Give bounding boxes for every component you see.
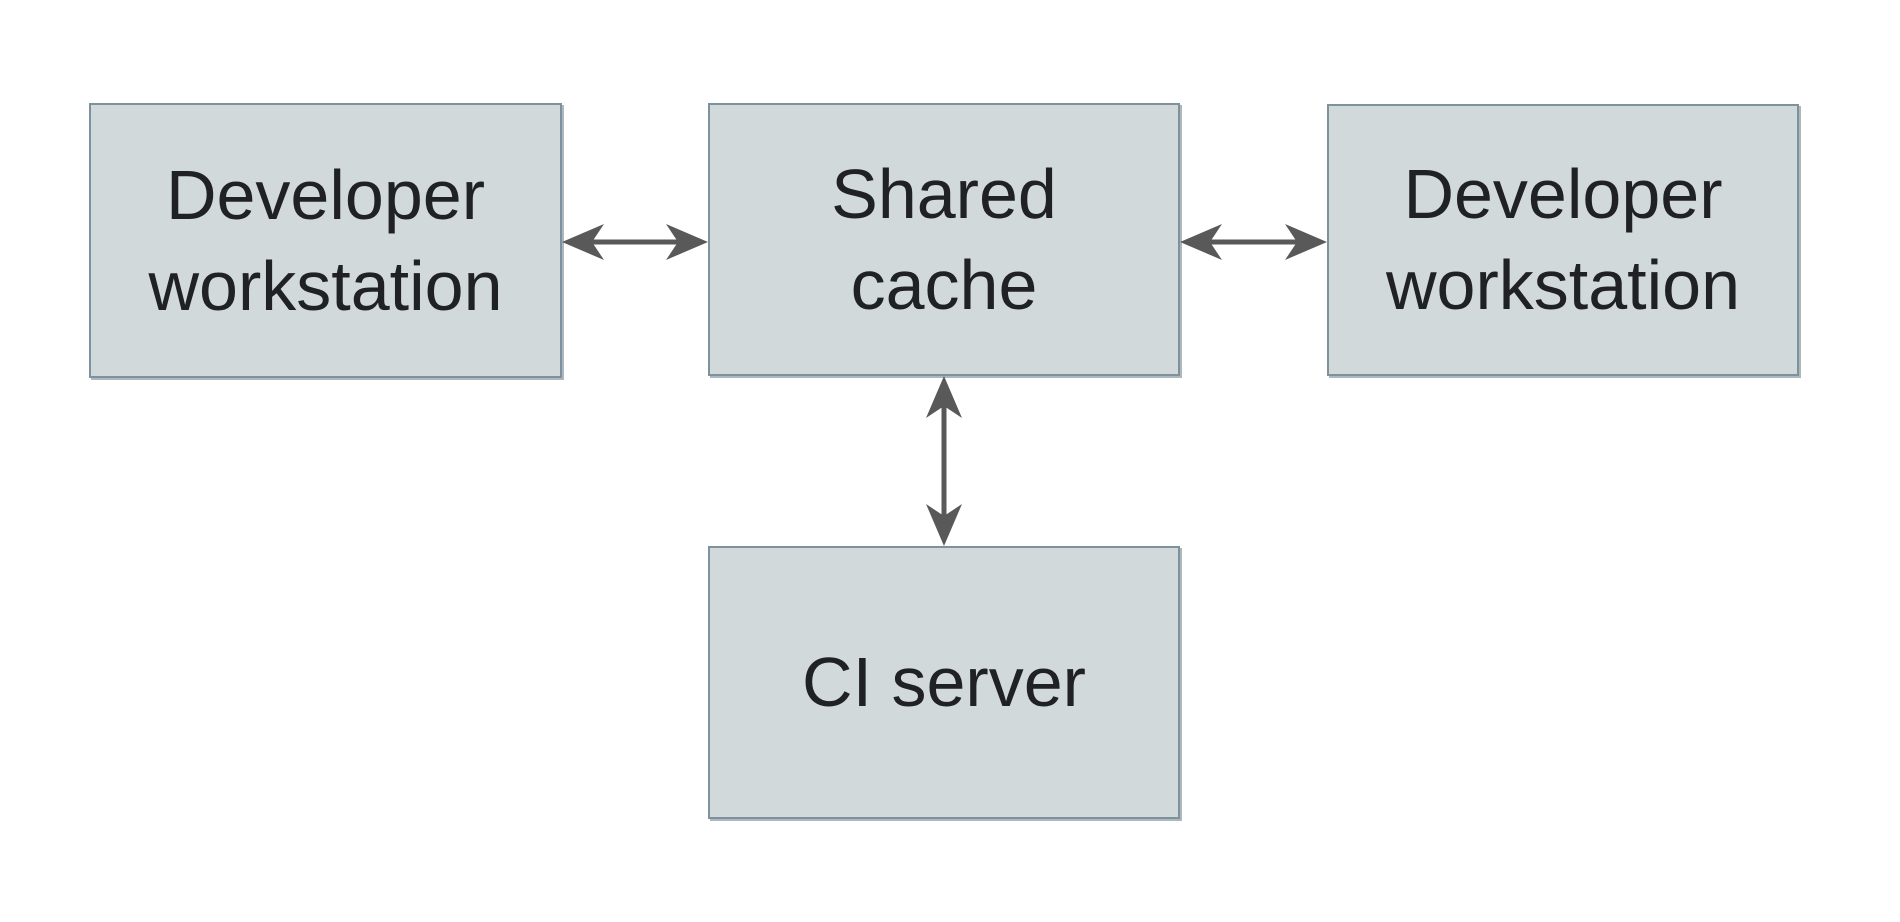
node-label-ci-server: CI server	[802, 643, 1086, 721]
node-shared-cache: Shared cache	[708, 103, 1180, 376]
bidirectional-arrow-workstation-left-cache-icon	[562, 224, 708, 260]
bidirectional-arrow-cache-ci-server-icon	[926, 376, 962, 546]
node-developer-workstation-left: Developer workstation	[89, 103, 562, 378]
node-label-shared-cache: Shared cache	[831, 154, 1057, 324]
bidirectional-arrow-cache-workstation-right-icon	[1180, 224, 1327, 260]
node-label-developer-workstation-right: Developer workstation	[1385, 155, 1741, 324]
node-ci-server: CI server	[708, 546, 1180, 819]
node-label-developer-workstation-left: Developer workstation	[148, 155, 503, 325]
node-developer-workstation-right: Developer workstation	[1327, 104, 1799, 376]
